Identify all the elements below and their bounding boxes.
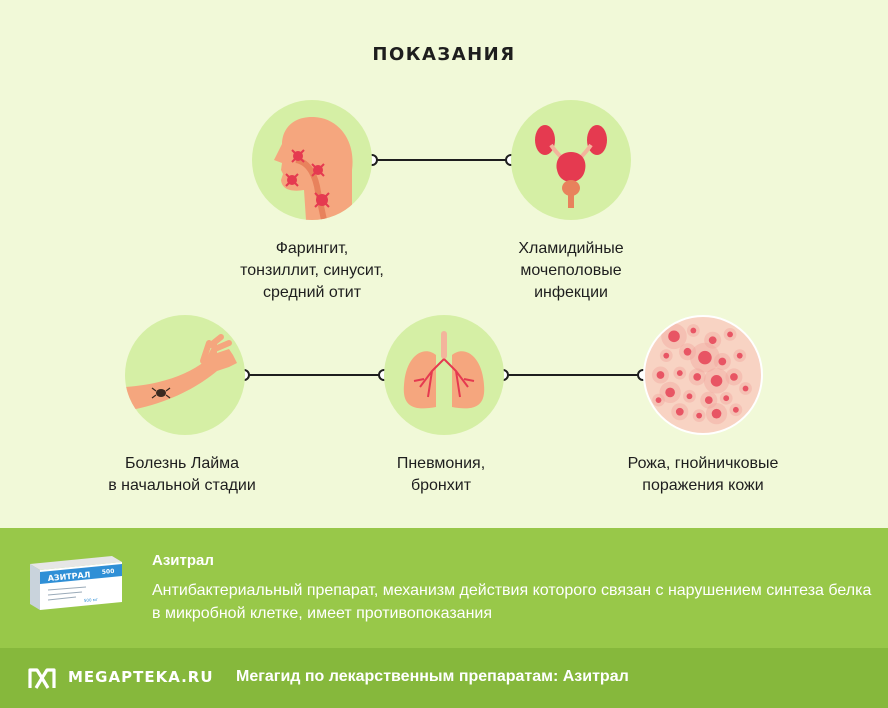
rash-spot <box>655 397 662 404</box>
drug-info-panel: АЗИТРАЛ 500 500 мг Азитрал Антибактериал… <box>0 528 888 648</box>
label-line: Болезнь Лайма <box>124 455 240 472</box>
drug-package-image: АЗИТРАЛ 500 500 мг <box>30 556 122 610</box>
indication-label-pneumonia: Пневмония, бронхит <box>321 453 561 497</box>
page-title: ПОКАЗАНИЯ <box>372 44 516 65</box>
megapteka-logo-icon[interactable] <box>28 666 56 690</box>
skin-rash-icon <box>643 315 763 435</box>
connector-top <box>366 154 517 166</box>
rash-spot <box>675 407 684 416</box>
label-line: Фарингит, <box>275 240 349 257</box>
rash-spot <box>711 408 722 419</box>
label-line: Пневмония, <box>396 455 486 472</box>
lungs-icon <box>384 315 504 435</box>
box-brand-text: АЗИТРАЛ <box>47 570 90 583</box>
label-line: Хламидийные <box>518 240 624 257</box>
connector-bottom-right <box>497 369 649 381</box>
rash-spot <box>710 375 723 387</box>
head-infection-icon <box>252 100 372 220</box>
rash-spot <box>742 385 749 392</box>
rash-spot <box>698 350 712 365</box>
rash-spot <box>730 373 738 381</box>
label-line: Рожа, гнойничковые <box>627 455 779 472</box>
label-line: тонзиллит, синусит, <box>240 262 384 279</box>
rash-spot <box>686 393 693 400</box>
rash-spot <box>736 352 743 359</box>
footer: MEGAPTEKA.RU Мегагид по лекарственным пр… <box>0 648 888 708</box>
rash-spot <box>656 371 665 379</box>
rash-spot <box>693 373 702 381</box>
label-line: бронхит <box>410 477 472 494</box>
rash-spot <box>683 347 692 356</box>
rash-spot <box>676 370 683 376</box>
tick-bite-arm-icon <box>125 315 245 435</box>
box-dose-text: 500 <box>102 568 115 576</box>
drug-name: Азитрал <box>152 552 214 569</box>
rash-spot <box>704 396 713 404</box>
brand-name[interactable]: MEGAPTEKA.RU <box>68 668 214 686</box>
label-line: инфекции <box>534 284 608 301</box>
indication-label-skin: Рожа, гнойничковые поражения кожи <box>583 453 823 497</box>
rash-spot <box>665 387 675 398</box>
label-line: мочеполовые <box>520 262 622 279</box>
rash-spot <box>718 357 727 366</box>
rash-spot <box>727 331 733 338</box>
connectors <box>238 154 649 381</box>
rash-spot <box>723 395 730 402</box>
rash-spot <box>732 406 739 413</box>
label-line: поражения кожи <box>642 477 764 494</box>
label-line: средний отит <box>262 284 362 301</box>
rash-spot <box>696 412 703 419</box>
connector-bottom-left <box>238 369 390 381</box>
drug-description: Антибактериальный препарат, механизм дей… <box>152 582 872 622</box>
rash-spot <box>690 327 697 334</box>
footer-caption: Мегагид по лекарственным препаратам: Ази… <box>236 668 629 685</box>
label-line: в начальной стадии <box>108 477 256 494</box>
rash-spot <box>663 352 670 359</box>
box-small-text: 500 мг <box>84 597 98 603</box>
rash-spot <box>708 336 717 345</box>
rash-spot <box>668 330 680 343</box>
indication-label-ent: Фарингит, тонзиллит, синусит, средний от… <box>192 238 432 304</box>
urogenital-icon <box>511 100 631 220</box>
indication-label-urogenital: Хламидийные мочеполовые инфекции <box>451 238 691 304</box>
indication-label-lyme: Болезнь Лайма в начальной стадии <box>62 453 302 497</box>
